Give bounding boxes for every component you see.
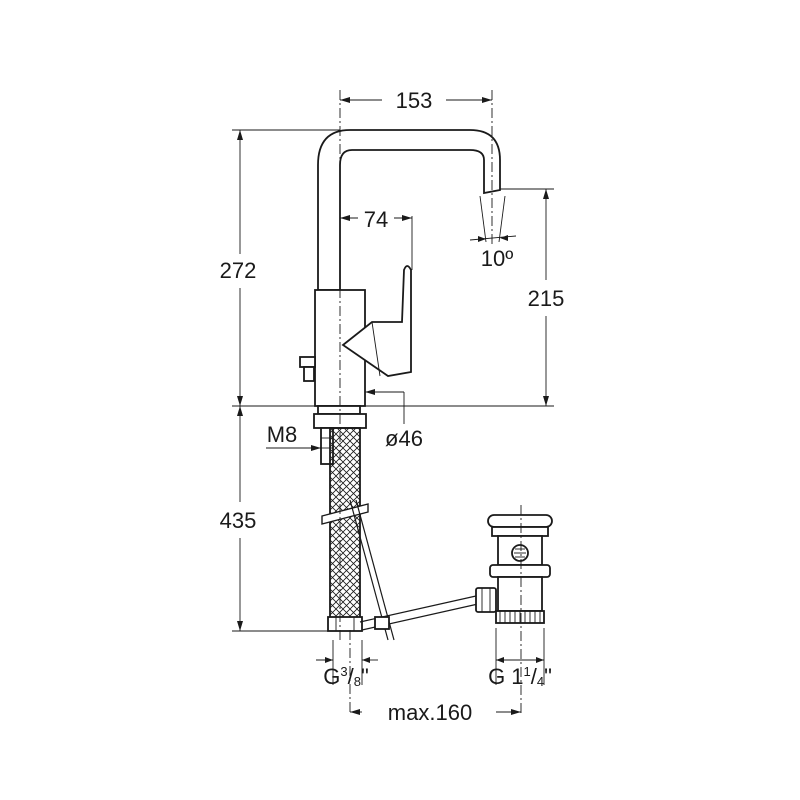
dim-outlet-height: 215	[528, 286, 565, 311]
dim-waste-thread: G 11/4"	[488, 664, 552, 689]
lever-handle	[341, 265, 412, 377]
base-flange	[317, 405, 361, 415]
hose-end-fitting	[327, 616, 363, 632]
plug-head	[487, 514, 553, 528]
dimension-lines	[237, 97, 549, 715]
faucet	[299, 129, 501, 632]
extension-lines	[232, 129, 554, 685]
dim-spout-angle: 10º	[481, 246, 514, 271]
dim-thread: M8	[267, 422, 298, 447]
braided-hose	[329, 427, 361, 619]
dim-total-height: 272	[220, 258, 257, 283]
dim-body-diameter: ø46	[385, 426, 423, 451]
dim-hose-length: 435	[220, 508, 257, 533]
dim-handle-offset: 74	[364, 207, 388, 232]
centerlines	[339, 90, 522, 715]
dimension-labels: 153 272 74 10º 215 ø46 M8 435 G3/8" G 11…	[220, 88, 565, 725]
spout	[317, 129, 501, 291]
popup-rod-knob	[299, 356, 316, 382]
pivot-nut	[475, 587, 497, 613]
dim-hose-connection: G3/8"	[323, 664, 369, 689]
dim-max-distance: max.160	[388, 700, 472, 725]
dim-spout-reach: 153	[396, 88, 433, 113]
popup-waste	[349, 499, 553, 641]
